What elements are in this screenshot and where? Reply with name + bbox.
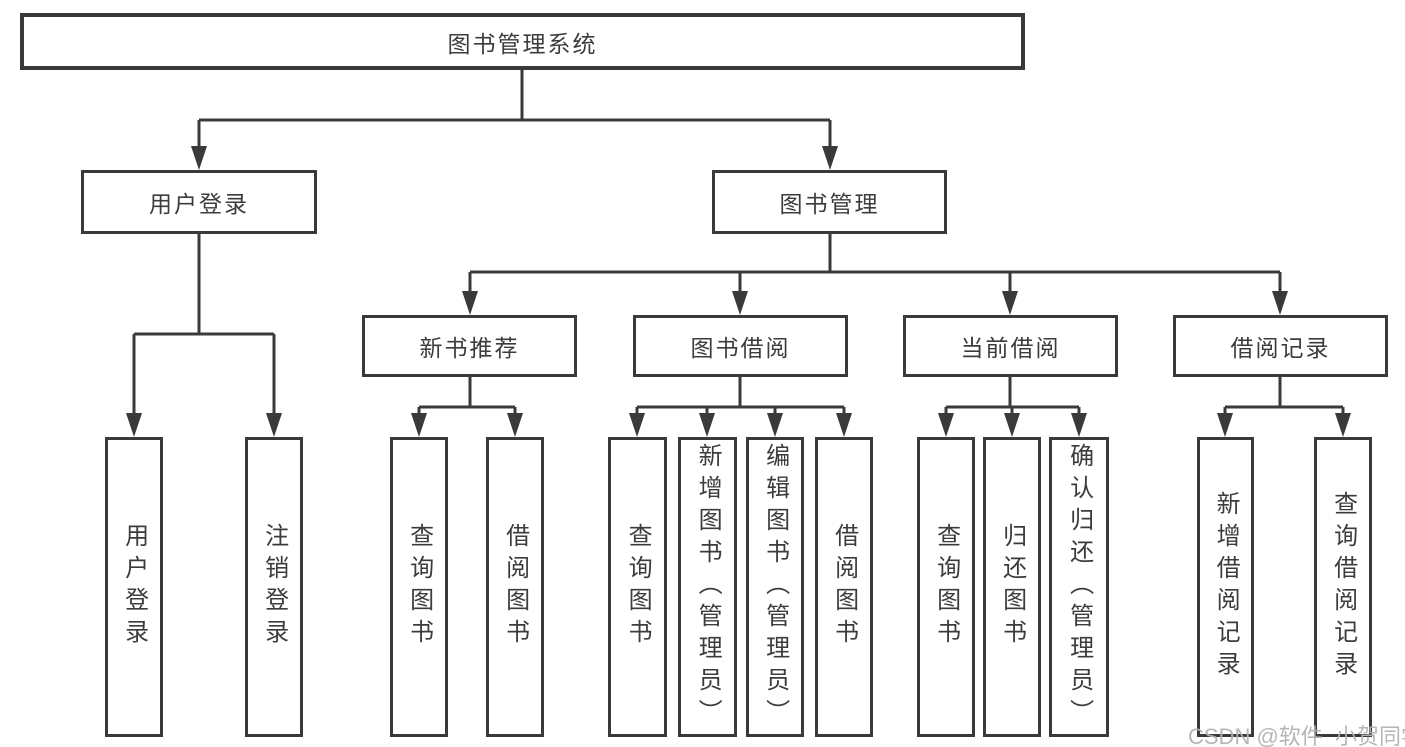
leaf-confirm-return-admin: 确认归还（管理员） [1049,437,1109,737]
leaf-edit-book-admin: 编辑图书（管理员） [746,437,804,737]
arrowhead-icons [126,146,1351,437]
watermark: CSDN @软件_小贺同学 [1188,724,1405,747]
node-current-borrow: 当前借阅 [903,315,1118,377]
node-new-book-recommend-label: 新书推荐 [419,335,520,361]
leaf-query-book-3-label: 查询图书 [932,523,960,651]
node-book-borrow: 图书借阅 [633,315,848,377]
leaf-borrow-book-2: 借阅图书 [815,437,873,737]
leaf-query-borrow-record: 查询借阅记录 [1314,437,1372,737]
leaf-return-book: 归还图书 [983,437,1041,737]
leaf-return-book-label: 归还图书 [998,523,1026,651]
leaf-add-book-admin: 新增图书（管理员） [678,437,737,737]
leaf-confirm-return-admin-label: 确认归还（管理员） [1065,443,1093,731]
node-user-login-label: 用户登录 [149,191,249,217]
leaf-query-book-2: 查询图书 [608,437,667,737]
node-new-book-recommend: 新书推荐 [362,315,577,377]
leaf-user-login: 用户登录 [105,437,163,737]
leaf-query-borrow-record-label: 查询借阅记录 [1329,491,1357,683]
leaf-borrow-book-1: 借阅图书 [486,437,544,737]
leaf-add-book-admin-label: 新增图书（管理员） [694,443,722,731]
leaf-borrow-book-2-label: 借阅图书 [830,523,858,651]
leaf-add-borrow-record-label: 新增借阅记录 [1212,491,1240,683]
leaf-query-book-2-label: 查询图书 [624,523,652,651]
node-borrow-records-label: 借阅记录 [1230,335,1331,361]
node-root: 图书管理系统 [20,13,1025,70]
leaf-edit-book-admin-label: 编辑图书（管理员） [761,443,789,731]
node-current-borrow-label: 当前借阅 [960,335,1061,361]
node-book-management-label: 图书管理 [779,191,880,217]
node-borrow-records: 借阅记录 [1173,315,1388,377]
leaf-query-book-1: 查询图书 [390,437,448,737]
leaf-add-borrow-record: 新增借阅记录 [1197,437,1254,737]
leaf-query-book-1-label: 查询图书 [405,523,433,651]
node-book-borrow-label: 图书借阅 [690,335,791,361]
leaf-logout: 注销登录 [245,437,303,737]
leaf-user-login-label: 用户登录 [120,523,148,651]
leaf-borrow-book-1-label: 借阅图书 [501,523,529,651]
leaf-logout-label: 注销登录 [260,523,288,651]
node-user-login: 用户登录 [81,170,317,234]
node-root-label: 图书管理系统 [447,30,598,57]
node-book-management: 图书管理 [712,170,947,234]
leaf-query-book-3: 查询图书 [917,437,975,737]
